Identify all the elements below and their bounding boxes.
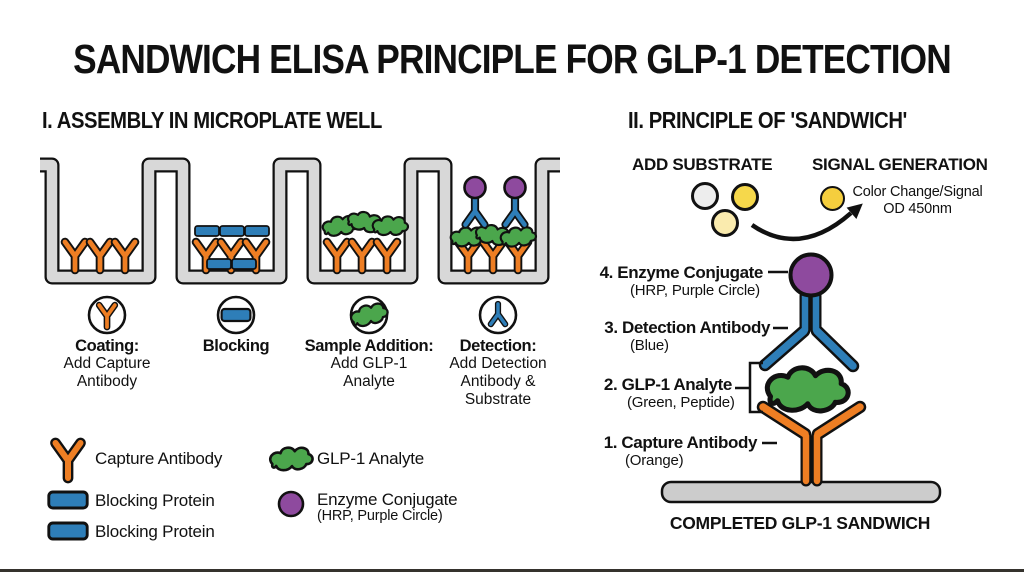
coating-step-icon	[87, 295, 127, 335]
label-enzyme-conjugate-sub: (HRP, Purple Circle)	[630, 282, 760, 299]
glp1-analyte-icon	[267, 443, 316, 475]
blocking-step-icon	[216, 295, 256, 335]
blocking-protein-icon	[47, 490, 89, 510]
step-line: Substrate	[464, 391, 532, 408]
signal-caption-line1: Color Change/Signal	[852, 184, 983, 200]
capture-antibody-icon	[46, 436, 90, 482]
substrate-dot-pale	[711, 209, 739, 237]
step-label-coating: Coating: Add Capture Antibody	[27, 337, 187, 391]
substrate-dot-yellow	[731, 183, 759, 211]
detection-step-icon	[478, 295, 518, 335]
label-capture-antibody-sub: (Orange)	[625, 452, 684, 469]
step-line: Antibody &	[460, 373, 536, 390]
enzyme-conjugate-icon	[277, 490, 305, 518]
section2-heading: II. PRINCIPLE OF 'SANDWICH'	[628, 107, 907, 133]
step-line: Add Detection	[449, 355, 547, 372]
well2-blocking	[195, 225, 269, 270]
well4-detection	[448, 175, 539, 270]
section1-heading: I. ASSEMBLY IN MICROPLATE WELL	[42, 107, 382, 133]
step-line: Antibody	[76, 373, 138, 390]
well3-sample-addition	[320, 208, 410, 270]
legend-blocking-protein-2: Blocking Protein	[95, 522, 215, 541]
step-line: Add GLP-1	[330, 355, 408, 372]
signal-caption: Color Change/Signal OD 450nm	[845, 184, 990, 218]
arrowhead	[846, 203, 863, 219]
blocking-protein-icon	[47, 521, 89, 541]
step-line: Add Capture	[63, 355, 151, 372]
legend-capture-antibody: Capture Antibody	[95, 449, 223, 468]
legend-enzyme-conjugate-sub: (HRP, Purple Circle)	[317, 508, 443, 524]
plate-base	[660, 480, 942, 504]
step-title: Detection:	[459, 337, 537, 355]
add-substrate-heading: ADD SUBSTRATE	[632, 155, 773, 174]
detection-antibody-large	[758, 290, 860, 373]
label-capture-antibody: 1. Capture Antibody	[603, 433, 758, 452]
step-line: Analyte	[343, 373, 395, 390]
step-title: Sample Addition:	[304, 337, 434, 355]
step-label-sample-addition: Sample Addition: Add GLP-1 Analyte	[289, 337, 449, 391]
sample-step-icon	[347, 295, 392, 335]
microplate-wells-illustration	[40, 157, 560, 285]
page-title: SANDWICH ELISA PRINCIPLE FOR GLP-1 DETEC…	[73, 36, 952, 82]
legend-blocking-protein-1: Blocking Protein	[95, 491, 215, 510]
substrate-dot-white	[691, 182, 719, 210]
label-detection-antibody: 3. Detection Antibody	[604, 318, 770, 337]
substrate-dots-and-arrow	[691, 182, 863, 242]
label-glp1-analyte-sub: (Green, Peptide)	[627, 394, 735, 411]
glp1-analyte-large	[766, 365, 849, 413]
label-enzyme-conjugate: 4. Enzyme Conjugate	[599, 263, 764, 282]
sandwich-illustration	[660, 252, 942, 504]
legend-enzyme-conjugate: Enzyme Conjugate	[317, 490, 458, 509]
step-title: Coating:	[75, 337, 139, 355]
signal-caption-line2: OD 450nm	[883, 201, 952, 217]
signal-dot-icon	[820, 186, 845, 211]
enzyme-conjugate-large	[788, 252, 834, 298]
step-title: Blocking	[202, 337, 270, 355]
bottom-border-line	[0, 569, 1024, 572]
step-label-detection: Detection: Add Detection Antibody & Subs…	[418, 337, 578, 409]
label-glp1-analyte: 2. GLP-1 Analyte	[603, 375, 732, 394]
signal-generation-heading: SIGNAL GENERATION	[812, 155, 988, 174]
bracket-icon	[735, 361, 763, 414]
well1-capture-antibodies	[65, 242, 135, 270]
blocking-protein-icon	[220, 307, 252, 323]
completed-sandwich-caption: COMPLETED GLP-1 SANDWICH	[669, 513, 931, 533]
legend-glp1-analyte: GLP-1 Analyte	[317, 449, 425, 468]
capture-antibody-large	[756, 400, 867, 487]
label-detection-antibody-sub: (Blue)	[630, 337, 669, 354]
curved-arrow-icon	[750, 211, 853, 242]
step-label-blocking: Blocking	[156, 337, 316, 355]
